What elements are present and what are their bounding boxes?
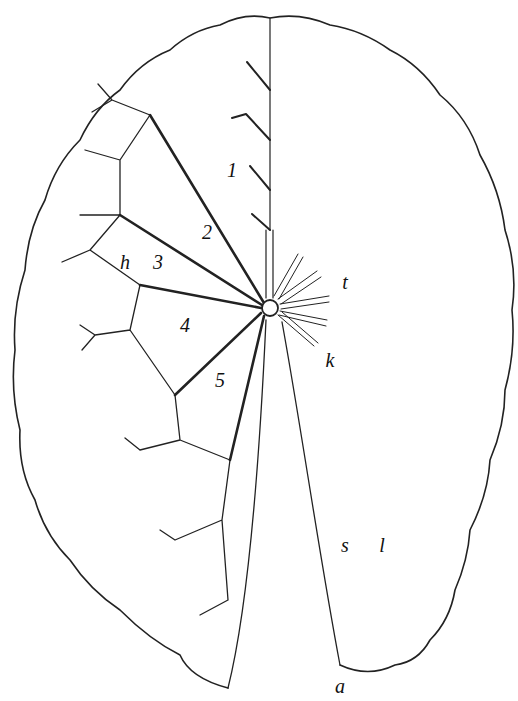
callout-letter: 5 bbox=[215, 370, 225, 390]
callout-letter: a bbox=[335, 676, 345, 696]
callout-letter: k bbox=[326, 350, 335, 370]
leaf-outline bbox=[13, 16, 514, 688]
main-veins bbox=[120, 115, 264, 460]
callout-letter: t bbox=[342, 272, 348, 292]
midrib-branches bbox=[232, 62, 270, 230]
petiole-scar bbox=[262, 300, 278, 316]
right-lobe-edge bbox=[282, 322, 340, 665]
callout-letter: s bbox=[341, 535, 349, 555]
callout-letter: l bbox=[379, 535, 385, 555]
callout-letter: 1 bbox=[227, 160, 237, 180]
callout-letter: 2 bbox=[202, 222, 212, 242]
midrib bbox=[266, 18, 273, 298]
vein-stubs bbox=[274, 254, 329, 346]
callout-letter: 3 bbox=[153, 252, 163, 272]
left-lobe-edge bbox=[228, 320, 266, 688]
callout-letter: h bbox=[120, 252, 130, 272]
callout-letter: 4 bbox=[180, 315, 190, 335]
vein-network bbox=[62, 84, 230, 615]
